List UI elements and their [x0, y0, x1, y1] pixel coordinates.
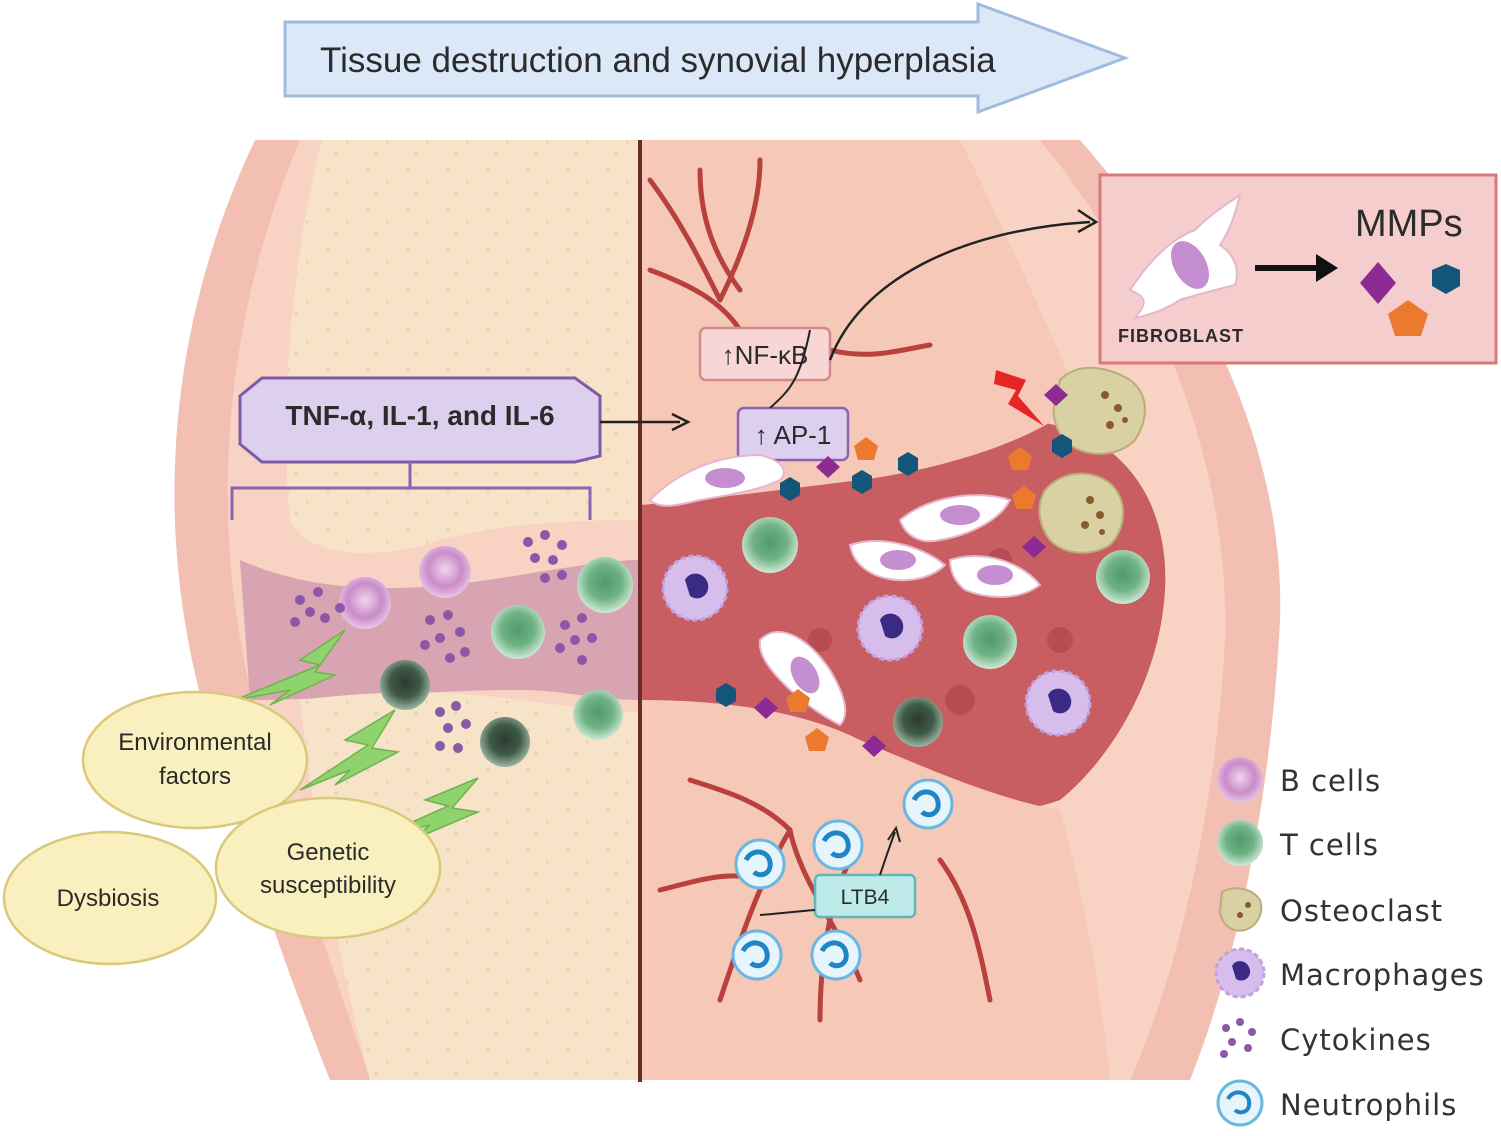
fibroblast-cell: [898, 494, 1012, 543]
osteoclast-icon: [1218, 887, 1263, 932]
nfkb-to-fibroblast-arrow: [828, 220, 1091, 361]
mmp-hexagon-icon: [1432, 264, 1460, 294]
b-cell: [419, 546, 471, 598]
legend-label-cytokines: Cytokines: [1280, 1023, 1432, 1057]
macrophage: [1024, 669, 1092, 737]
t-cell-activated: [380, 660, 430, 710]
macrophage: [856, 594, 924, 662]
neutrophil: [810, 929, 862, 981]
legend-label-b-cells: B cells: [1280, 764, 1381, 798]
tissue-mmps: [716, 384, 1072, 757]
t-cell-icon: [1217, 820, 1263, 866]
fibroblast-cell: [648, 453, 785, 507]
t-cell: [491, 605, 545, 659]
osteoclast-lower: [1038, 472, 1125, 554]
dysbiosis-label: Dysbiosis: [57, 885, 160, 912]
macrophages: [661, 554, 1092, 737]
pannus-fibroblasts: [648, 453, 1042, 727]
fibroblast-cell: [848, 540, 947, 582]
legend-item-t-cells: T cells: [1217, 820, 1379, 866]
legend-label-macrophages: Macrophages: [1280, 958, 1485, 992]
cytokine-box-label: TNF-α, IL-1, and IL-6: [285, 400, 554, 431]
environmental-label-line1: Environmental: [118, 729, 271, 756]
neutrophil-icon: [1216, 1079, 1264, 1127]
signaling-labels: ↑NF-κB ↑ AP-1: [698, 208, 1099, 462]
legend-label-neutrophils: Neutrophils: [1280, 1088, 1457, 1122]
synovial-cavity: [240, 560, 640, 700]
neutrophil: [812, 819, 864, 871]
legend-item-b-cells: B cells: [1217, 757, 1381, 803]
b-cell: [339, 577, 391, 629]
nfkb-box: [698, 326, 832, 382]
t-cell-activated: [480, 717, 530, 767]
genetic-label-line1: Genetic: [287, 839, 370, 866]
ap1-box: [736, 406, 850, 462]
environmental-label-line2: factors: [159, 763, 231, 790]
cytokine-group: TNF-α, IL-1, and IL-6: [230, 376, 691, 520]
cytokines-icon: [1220, 1018, 1256, 1058]
mmp-pentagons: [786, 437, 1036, 751]
disease-triggers: Environmental factors Genetic susceptibi…: [2, 690, 442, 966]
mmp-diamond-icon: [1360, 262, 1396, 304]
cell-legend: B cells T cells Osteoclast Macrophages C…: [1214, 757, 1485, 1127]
t-cell-activated: [893, 697, 943, 747]
t-cell: [1096, 550, 1150, 604]
neutrophil: [734, 838, 786, 890]
environmental-factors-ellipse: [81, 690, 309, 830]
mmp-hexagons: [716, 434, 1072, 707]
fibroblast-mmp-panel: FIBROBLAST MMPs: [1098, 173, 1498, 365]
ltb4-box: [813, 873, 917, 919]
mmp-pentagon-icon: [1388, 300, 1428, 336]
trigger-bolts: [234, 629, 481, 841]
osteoclast-group: [994, 366, 1146, 554]
banner-arrow-shape: [283, 1, 1130, 115]
cytokine-cluster: [523, 530, 567, 583]
genetic-label-line2: susceptibility: [260, 872, 396, 899]
ltb4-label: LTB4: [841, 886, 890, 909]
cytokine-cluster: [555, 613, 597, 665]
t-cell: [963, 615, 1017, 669]
t-cell: [573, 690, 623, 740]
neutrophil: [902, 778, 954, 830]
lightning-bolt-icon: [371, 777, 481, 841]
dysbiosis-ellipse: [2, 830, 218, 966]
bone-erosion-bolt-icon: [994, 370, 1044, 426]
mmp-diamonds: [754, 384, 1068, 757]
t-cells: [380, 517, 1150, 767]
b-cells: [339, 546, 471, 629]
fibroblast-label: FIBROBLAST: [1118, 326, 1244, 346]
legend-item-macrophages: Macrophages: [1214, 947, 1485, 999]
b-cell-icon: [1217, 757, 1263, 803]
neutrophils: LTB4: [731, 778, 954, 981]
banner-title: Tissue destruction and synovial hyperpla…: [320, 41, 996, 80]
legend-label-osteoclast: Osteoclast: [1280, 894, 1443, 928]
ap1-label: ↑ AP-1: [755, 420, 832, 450]
legend-item-neutrophils: Neutrophils: [1216, 1079, 1457, 1127]
joint-anatomy: [174, 140, 1281, 1082]
nfkb-label: ↑NF-κB: [722, 340, 809, 370]
cytokine-cluster: [290, 587, 345, 627]
t-cell: [742, 517, 798, 573]
progression-banner: Tissue destruction and synovial hyperpla…: [283, 1, 1130, 115]
genetic-susceptibility-ellipse: [214, 796, 442, 940]
mmp-label: MMPs: [1355, 203, 1463, 245]
legend-item-cytokines: Cytokines: [1220, 1018, 1432, 1058]
cytokine-cluster: [435, 701, 471, 753]
lightning-bolt-icon: [299, 709, 401, 791]
cytokine-bracket: [230, 462, 592, 520]
lightning-bolt-icon: [234, 629, 346, 706]
t-cell: [577, 557, 633, 613]
cytokine-cluster: [420, 610, 470, 663]
macrophage: [661, 554, 729, 622]
fibroblast-cell: [758, 630, 847, 727]
legend-item-osteoclast: Osteoclast: [1218, 887, 1443, 932]
neutrophil: [731, 929, 783, 981]
cytokine-dot-clusters: [290, 530, 597, 753]
fibroblast-cell: [948, 555, 1042, 598]
legend-label-t-cells: T cells: [1279, 828, 1379, 862]
cytokine-box: [238, 376, 602, 464]
